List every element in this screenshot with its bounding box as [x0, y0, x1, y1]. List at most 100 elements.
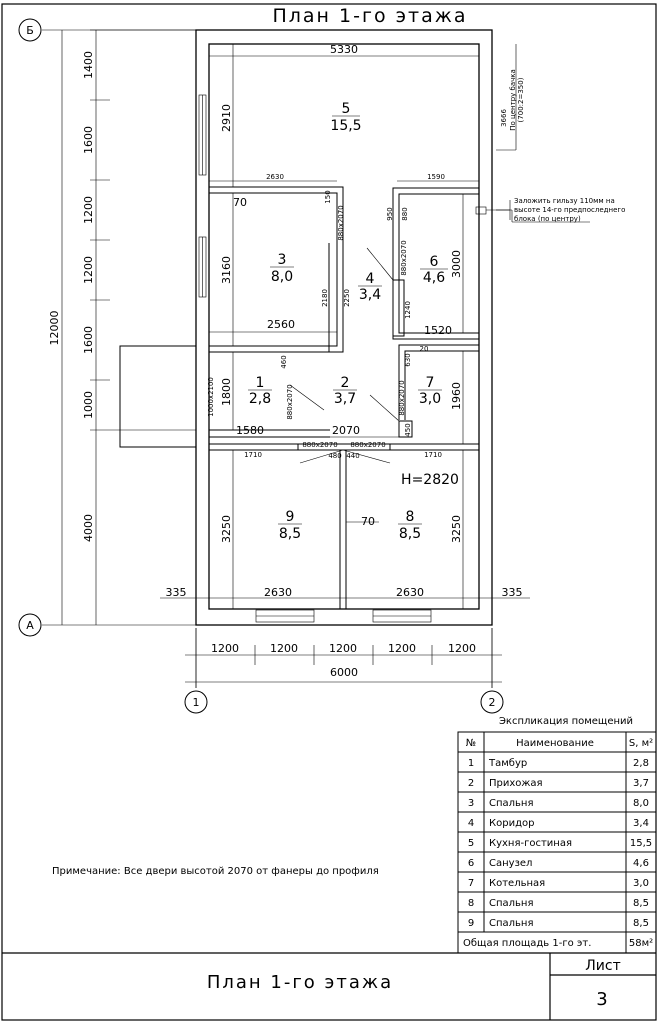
dim-3000: 3000: [450, 250, 463, 278]
dim-3250-left: 3250: [220, 515, 233, 543]
svg-text:3,7: 3,7: [334, 391, 356, 407]
dim-1000x2100: 1000x2100: [207, 377, 215, 417]
axis-marker-1: 1: [184, 690, 208, 714]
svg-text:Тамбур: Тамбур: [488, 758, 527, 769]
dim-150: 150: [324, 190, 332, 203]
page-title: План 1-го этажа: [272, 5, 467, 27]
svg-text:6: 6: [430, 254, 439, 270]
bottom-chain-1200-3: 1200: [329, 642, 357, 655]
svg-text:4: 4: [366, 271, 375, 287]
table-row: 5 Кухня-гостиная 15,5: [468, 838, 652, 849]
bottom-chain-1200-1: 1200: [211, 642, 239, 655]
axis-marker-2: 2: [480, 690, 504, 714]
room-label-3: 3 8,0: [270, 252, 294, 285]
ceiling-height-label: H=2820: [401, 472, 459, 488]
stamp-sheet-label: Лист: [585, 958, 620, 974]
dim-440: 440: [346, 452, 359, 460]
dim-door-bath: 880x2070: [400, 240, 408, 275]
svg-text:8,0: 8,0: [271, 269, 293, 285]
svg-text:Коридор: Коридор: [489, 818, 534, 829]
sheet-frame: [1, 3, 657, 1021]
dim-1960: 1960: [450, 382, 463, 410]
svg-text:1: 1: [468, 758, 474, 769]
explication-total-label: Общая площадь 1-го эт.: [463, 938, 591, 949]
svg-text:3,4: 3,4: [633, 818, 649, 829]
svg-text:высоте 14-го предпоследнего: высоте 14-го предпоследнего: [514, 206, 625, 214]
dim-3160: 3160: [220, 256, 233, 284]
room-label-2: 2 3,7: [333, 375, 357, 407]
interior-walls: [209, 186, 479, 609]
dim-70-top: 70: [233, 196, 247, 209]
svg-text:9: 9: [286, 509, 295, 525]
stamp-drawing-name: План 1-го этажа: [207, 972, 393, 993]
dim-335-left: 335: [166, 586, 187, 599]
svg-text:Спальня: Спальня: [489, 918, 534, 929]
svg-text:3,0: 3,0: [419, 391, 441, 407]
table-row: 6 Санузел 4,6: [468, 858, 649, 869]
svg-text:Б: Б: [26, 24, 34, 37]
dim-door-bedroom9: 880x2070: [302, 441, 337, 449]
table-row: 8 Спальня 8,5: [468, 898, 649, 909]
dim-door-bedroom3: 880x2070: [337, 205, 345, 240]
dim-2250: 2250: [343, 289, 351, 307]
svg-text:6: 6: [468, 858, 474, 869]
dim-door-vestibule: 880x2070: [286, 384, 294, 419]
title-block: [2, 952, 656, 1020]
left-chain-1400: 1400: [82, 51, 95, 79]
svg-text:8: 8: [468, 898, 474, 909]
dim-950: 950: [386, 207, 394, 220]
svg-text:2,8: 2,8: [633, 758, 649, 769]
left-chain-1000: 1000: [82, 391, 95, 419]
dim-2630-right: 2630: [396, 586, 424, 599]
svg-text:15,5: 15,5: [630, 838, 652, 849]
axis-marker-b: Б: [18, 18, 42, 42]
svg-text:А: А: [26, 619, 34, 632]
room-label-7: 7 3,0: [418, 375, 442, 407]
dim-door-boiler: 880x2070: [398, 380, 406, 415]
svg-text:(700:2=350): (700:2=350): [517, 77, 525, 122]
room-label-8: 8 8,5: [398, 509, 422, 542]
outer-walls: [119, 29, 493, 626]
dim-1710-left: 1710: [244, 451, 262, 459]
dim-1580: 1580: [236, 424, 264, 437]
svg-text:7: 7: [468, 878, 474, 889]
dim-1710-right: 1710: [424, 451, 442, 459]
table-row: 3 Спальня 8,0: [468, 798, 649, 809]
svg-text:15,5: 15,5: [330, 118, 361, 134]
note-text: Примечание: Все двери высотой 2070 от фа…: [52, 866, 379, 877]
svg-text:8,5: 8,5: [279, 526, 301, 542]
svg-text:8,5: 8,5: [399, 526, 421, 542]
svg-text:5: 5: [342, 101, 351, 117]
bottom-chain-1200-2: 1200: [270, 642, 298, 655]
svg-text:8,5: 8,5: [633, 898, 649, 909]
table-row: 4 Коридор 3,4: [468, 818, 649, 829]
svg-text:4: 4: [468, 818, 474, 829]
bottom-chain-1200-5: 1200: [448, 642, 476, 655]
svg-text:1: 1: [256, 375, 265, 391]
dim-6000: 6000: [330, 666, 358, 679]
dim-12000: 12000: [48, 311, 61, 346]
dim-630: 630: [404, 353, 412, 366]
dim-2070: 2070: [332, 424, 360, 437]
bottom-dimension-chain: [185, 628, 502, 688]
explication-header-area: S, м²: [629, 738, 653, 749]
svg-text:3: 3: [278, 252, 287, 268]
dim-880-bath: 880: [401, 207, 409, 220]
svg-text:4,6: 4,6: [633, 858, 649, 869]
svg-text:3,4: 3,4: [359, 287, 381, 303]
explication-header-name: Наименование: [516, 738, 594, 749]
dim-door-bedroom8: 880x2070: [350, 441, 385, 449]
svg-text:9: 9: [468, 918, 474, 929]
dim-2630-top: 2630: [266, 173, 284, 181]
dim-3250-right: 3250: [450, 515, 463, 543]
svg-text:блока (по центру): блока (по центру): [514, 215, 581, 223]
dim-1520: 1520: [424, 324, 452, 337]
svg-text:Прихожая: Прихожая: [489, 778, 543, 789]
room-label-1: 1 2,8: [248, 375, 272, 407]
explication-header-no: №: [466, 738, 476, 749]
explication-total-value: 58м²: [629, 938, 653, 949]
svg-text:8: 8: [406, 509, 415, 525]
svg-text:8,0: 8,0: [633, 798, 649, 809]
dim-1240: 1240: [404, 301, 412, 319]
svg-text:7: 7: [426, 375, 435, 391]
